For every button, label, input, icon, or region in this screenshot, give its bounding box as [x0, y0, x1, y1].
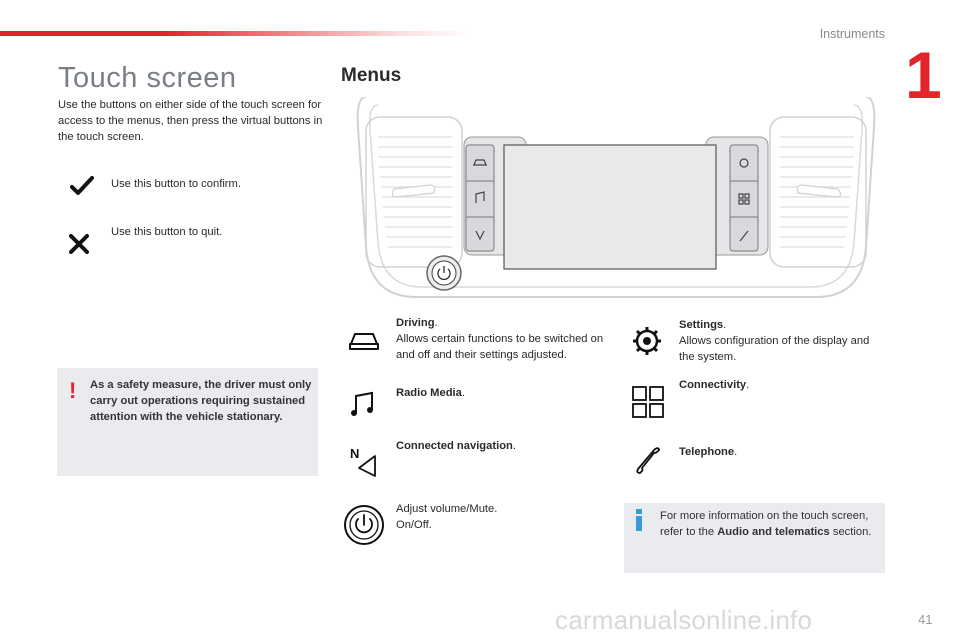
intro-paragraph: Use the buttons on either side of the to…: [58, 99, 323, 143]
phone-handset-icon: [634, 447, 662, 475]
confirm-text: Use this button to confirm.: [111, 178, 241, 190]
chapter-number: 1: [905, 38, 942, 112]
dashboard-illustration: [356, 97, 876, 307]
quit-text: Use this button to quit.: [111, 226, 223, 238]
car-icon: [348, 330, 380, 352]
warning-box: ! As a safety measure, the driver must o…: [57, 368, 318, 476]
page-number: 41: [918, 612, 933, 627]
power-button-icon: [344, 505, 384, 545]
header-accent-bar: [0, 31, 470, 36]
telephone-menu-text: Telephone.: [679, 446, 738, 458]
menus-heading: Menus: [341, 65, 402, 86]
volume-menu-text: Adjust volume/Mute. On/Off.: [396, 501, 497, 533]
navigation-arrow-icon: N: [350, 446, 378, 478]
cross-icon: [68, 233, 90, 255]
checkmark-icon: [70, 176, 94, 196]
settings-menu-text: Settings. Allows configuration of the di…: [679, 319, 870, 363]
settings-description: Allows configuration of the display and …: [679, 335, 870, 363]
warning-icon: !: [69, 378, 77, 403]
driving-menu-text: Driving. Allows certain functions to be …: [396, 317, 604, 361]
driving-description: Allows certain functions to be switched …: [396, 333, 604, 361]
svg-text:N: N: [350, 446, 359, 461]
music-note-icon: [350, 391, 376, 417]
telephone-label: Telephone: [679, 446, 735, 458]
warning-text: As a safety measure, the driver must onl…: [90, 379, 312, 423]
watermark: carmanualsonline.info: [555, 605, 813, 635]
page-title: Touch screen: [58, 62, 237, 94]
info-icon: [636, 509, 642, 531]
settings-label: Settings: [679, 319, 724, 331]
radio-media-label: Radio Media: [396, 387, 462, 399]
section-label: Instruments: [819, 27, 885, 41]
info-box: For more information on the touch screen…: [624, 503, 885, 573]
connectivity-label: Connectivity: [679, 379, 747, 391]
navigation-menu-text: Connected navigation.: [396, 440, 516, 452]
volume-line: Adjust volume/Mute.: [396, 503, 498, 515]
gear-icon: [632, 326, 662, 356]
info-text: For more information on the touch screen…: [660, 508, 882, 540]
audio-telematics-reference: Audio and telematics: [717, 526, 830, 538]
info-text-before: For more information on the touch screen…: [660, 510, 869, 538]
driving-label: Driving: [396, 317, 435, 329]
radio-media-menu-text: Radio Media.: [396, 387, 465, 399]
info-text-after: section.: [829, 526, 872, 538]
grid-apps-icon: [632, 386, 664, 418]
connectivity-menu-text: Connectivity.: [679, 379, 750, 391]
onoff-line: On/Off.: [396, 519, 432, 531]
navigation-label: Connected navigation: [396, 440, 513, 452]
